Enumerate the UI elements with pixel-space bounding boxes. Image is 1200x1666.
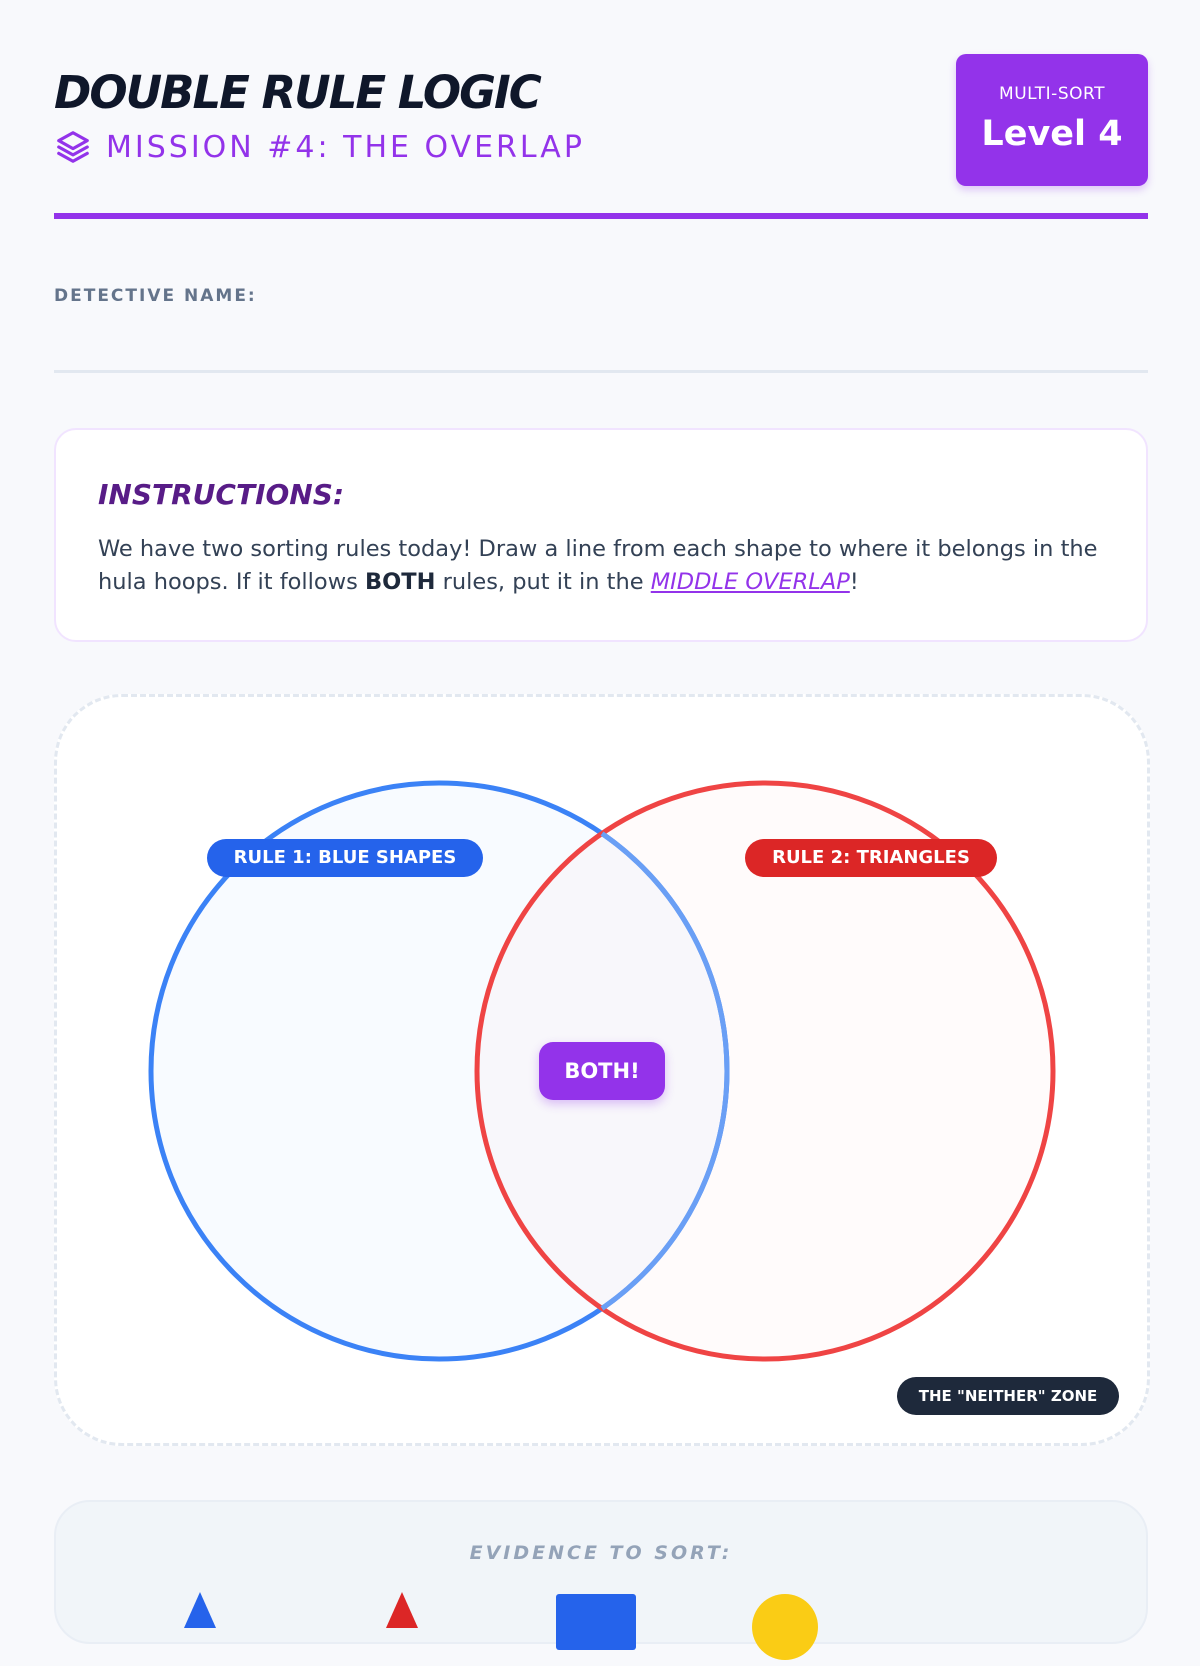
instructions-text-part: rules, put it in the bbox=[435, 569, 651, 595]
level-kicker: MULTI-SORT bbox=[999, 84, 1105, 104]
overlap-label: BOTH! bbox=[539, 1042, 665, 1100]
rule2-hoop bbox=[474, 780, 1056, 1362]
instructions-text: We have two sorting rules today! Draw a … bbox=[98, 533, 1108, 599]
evidence-label: EVIDENCE TO SORT: bbox=[469, 1542, 733, 1564]
name-label: DETECTIVE NAME: bbox=[54, 286, 257, 306]
blue-square-shape[interactable] bbox=[554, 1592, 638, 1656]
page-title: DOUBLE RULE LOGIC bbox=[54, 66, 542, 119]
venn-diagram[interactable]: RULE 1: BLUE SHAPES RULE 2: TRIANGLES BO… bbox=[54, 694, 1150, 1446]
instructions-bold: BOTH bbox=[364, 569, 436, 595]
level-badge: MULTI-SORT Level 4 bbox=[956, 54, 1148, 186]
instructions-card: INSTRUCTIONS: We have two sorting rules … bbox=[54, 428, 1148, 642]
yellow-circle-shape[interactable] bbox=[750, 1592, 820, 1666]
rule1-hoop-overlap-arc bbox=[600, 831, 730, 1311]
instructions-text-part: ! bbox=[849, 569, 859, 595]
red-triangle-shape[interactable] bbox=[384, 1590, 420, 1634]
worksheet: DOUBLE RULE LOGIC MISSION #4: THE OVERLA… bbox=[54, 0, 1150, 1660]
header-divider bbox=[54, 213, 1148, 219]
rule1-label: RULE 1: BLUE SHAPES bbox=[207, 839, 483, 877]
venn-circles bbox=[148, 780, 1056, 1362]
instructions-highlight: MIDDLE OVERLAP bbox=[650, 569, 850, 595]
mission-title: MISSION #4: THE OVERLAP bbox=[106, 129, 585, 165]
level-value: Level 4 bbox=[981, 114, 1123, 154]
neither-zone-label: THE "NEITHER" ZONE bbox=[897, 1377, 1119, 1415]
layers-icon bbox=[54, 128, 92, 166]
name-field[interactable] bbox=[54, 370, 1148, 373]
blue-triangle-shape[interactable] bbox=[182, 1590, 218, 1634]
rule2-label: RULE 2: TRIANGLES bbox=[745, 839, 997, 877]
instructions-text-part: We have two sorting rules today! Draw a … bbox=[98, 536, 1098, 595]
evidence-tray: EVIDENCE TO SORT: bbox=[54, 1500, 1148, 1660]
instructions-title: INSTRUCTIONS: bbox=[98, 478, 345, 511]
mission-subtitle: MISSION #4: THE OVERLAP bbox=[54, 128, 585, 166]
